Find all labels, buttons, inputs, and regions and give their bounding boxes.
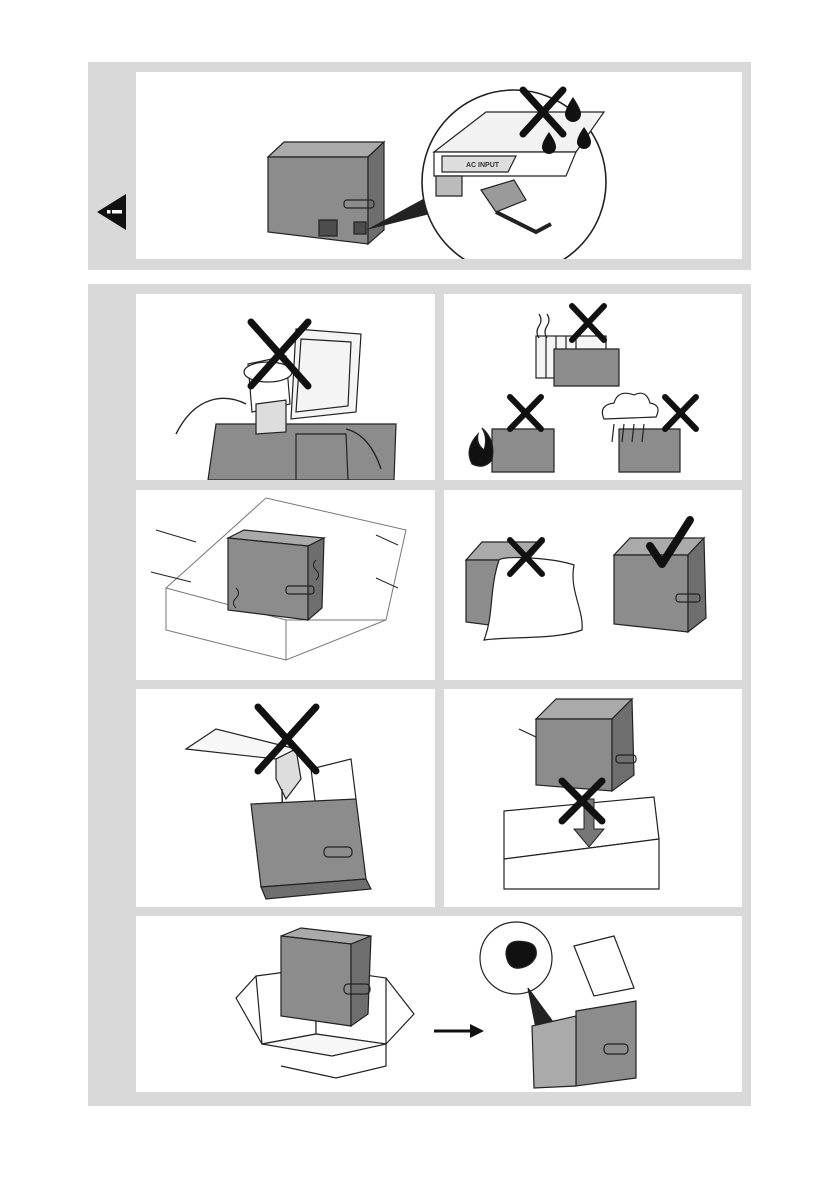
right-arrow-icon (434, 1024, 484, 1038)
panel-no-immersion (444, 689, 742, 907)
ac-input-label: AC INPUT (466, 162, 500, 169)
panel-unpack-and-clean (136, 916, 742, 1092)
panel-no-coffee-machine (136, 294, 435, 480)
panel-do-not-cover (444, 490, 742, 680)
panel-no-heat-fire-rain (444, 294, 742, 480)
cooler-device (268, 142, 384, 244)
panel-ventilation-clearance (136, 490, 435, 680)
panel-ac-input-no-water: AC INPUT (136, 72, 742, 259)
panel-no-liquid-inside (136, 689, 435, 907)
warning-triangle-icon (95, 192, 129, 232)
